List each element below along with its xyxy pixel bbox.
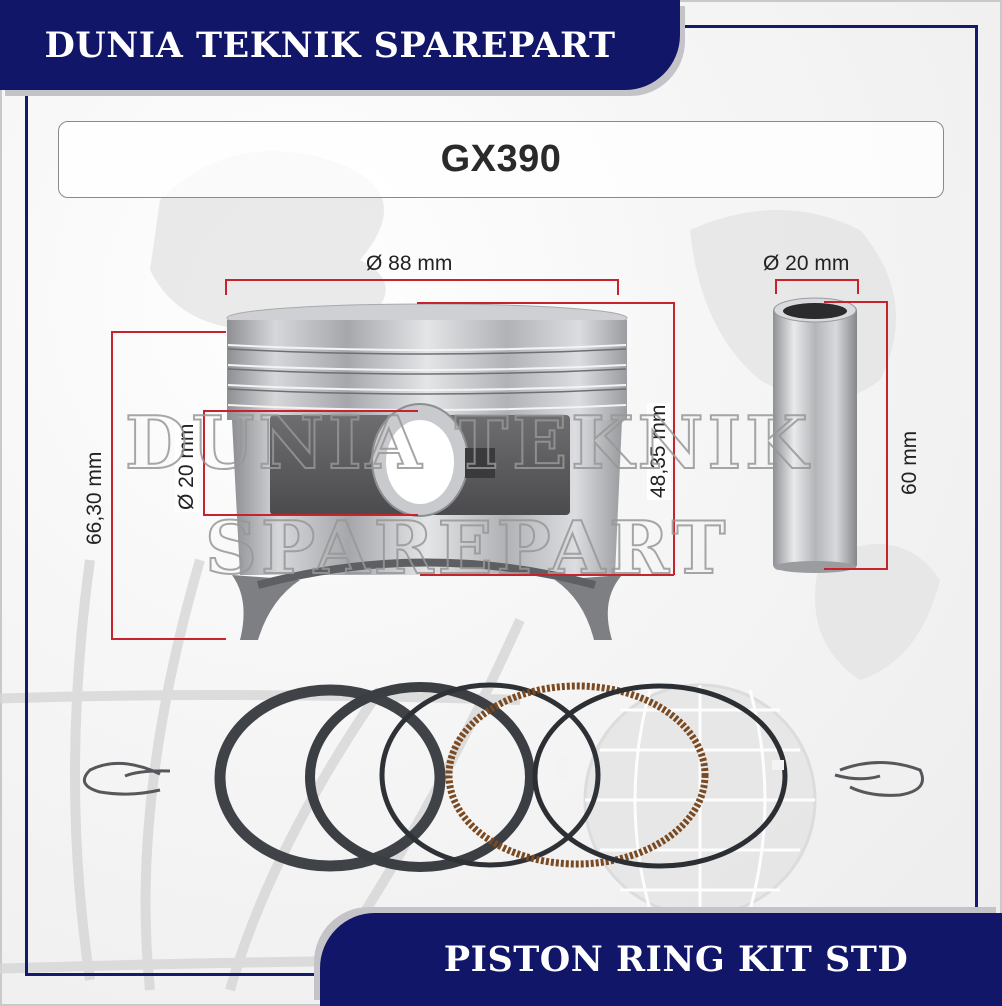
piston-height-label: 66,30 mm	[83, 451, 106, 545]
pin-bore-box-left	[203, 410, 205, 515]
pin-diameter-label: Ø 20 mm	[763, 252, 850, 275]
pin-length-label: 60 mm	[898, 430, 921, 495]
height-66-bracket-side	[111, 331, 113, 639]
model-code: GX390	[440, 138, 562, 180]
piston-diameter-label: Ø 88 mm	[366, 252, 453, 275]
pin-diameter-bracket-top	[775, 279, 858, 281]
product-title: PISTON RING KIT STD	[443, 939, 909, 980]
pin-length-bracket-top	[824, 301, 887, 303]
height-48-bracket-bottom	[420, 574, 674, 576]
brand-title: DUNIA TEKNIK SPAREPART	[44, 24, 616, 66]
pin-bore-box-top	[203, 410, 418, 412]
height-48-bracket-top	[417, 302, 674, 304]
pin-diameter-bracket-left	[775, 279, 777, 294]
pin-diameter-bracket-right	[857, 279, 859, 294]
pin-length-bracket-bottom	[824, 568, 887, 570]
watermark-line2: SPAREPART	[204, 504, 730, 591]
pin-length-bracket-side	[886, 301, 888, 570]
diameter-88-bracket-top	[225, 279, 618, 281]
model-box: GX390	[58, 121, 944, 198]
product-banner: PISTON RING KIT STD	[320, 913, 1002, 1006]
diameter-88-bracket-right	[617, 279, 619, 295]
brand-banner: DUNIA TEKNIK SPAREPART	[0, 0, 680, 90]
diameter-88-bracket-left	[225, 279, 227, 295]
watermark-line1: DUNIA TEKNIK	[124, 399, 812, 486]
pin-bore-box-bottom	[203, 514, 418, 516]
height-66-bracket-bottom	[111, 638, 226, 640]
height-48-bracket-side	[673, 302, 675, 575]
height-66-bracket-top	[111, 331, 226, 333]
